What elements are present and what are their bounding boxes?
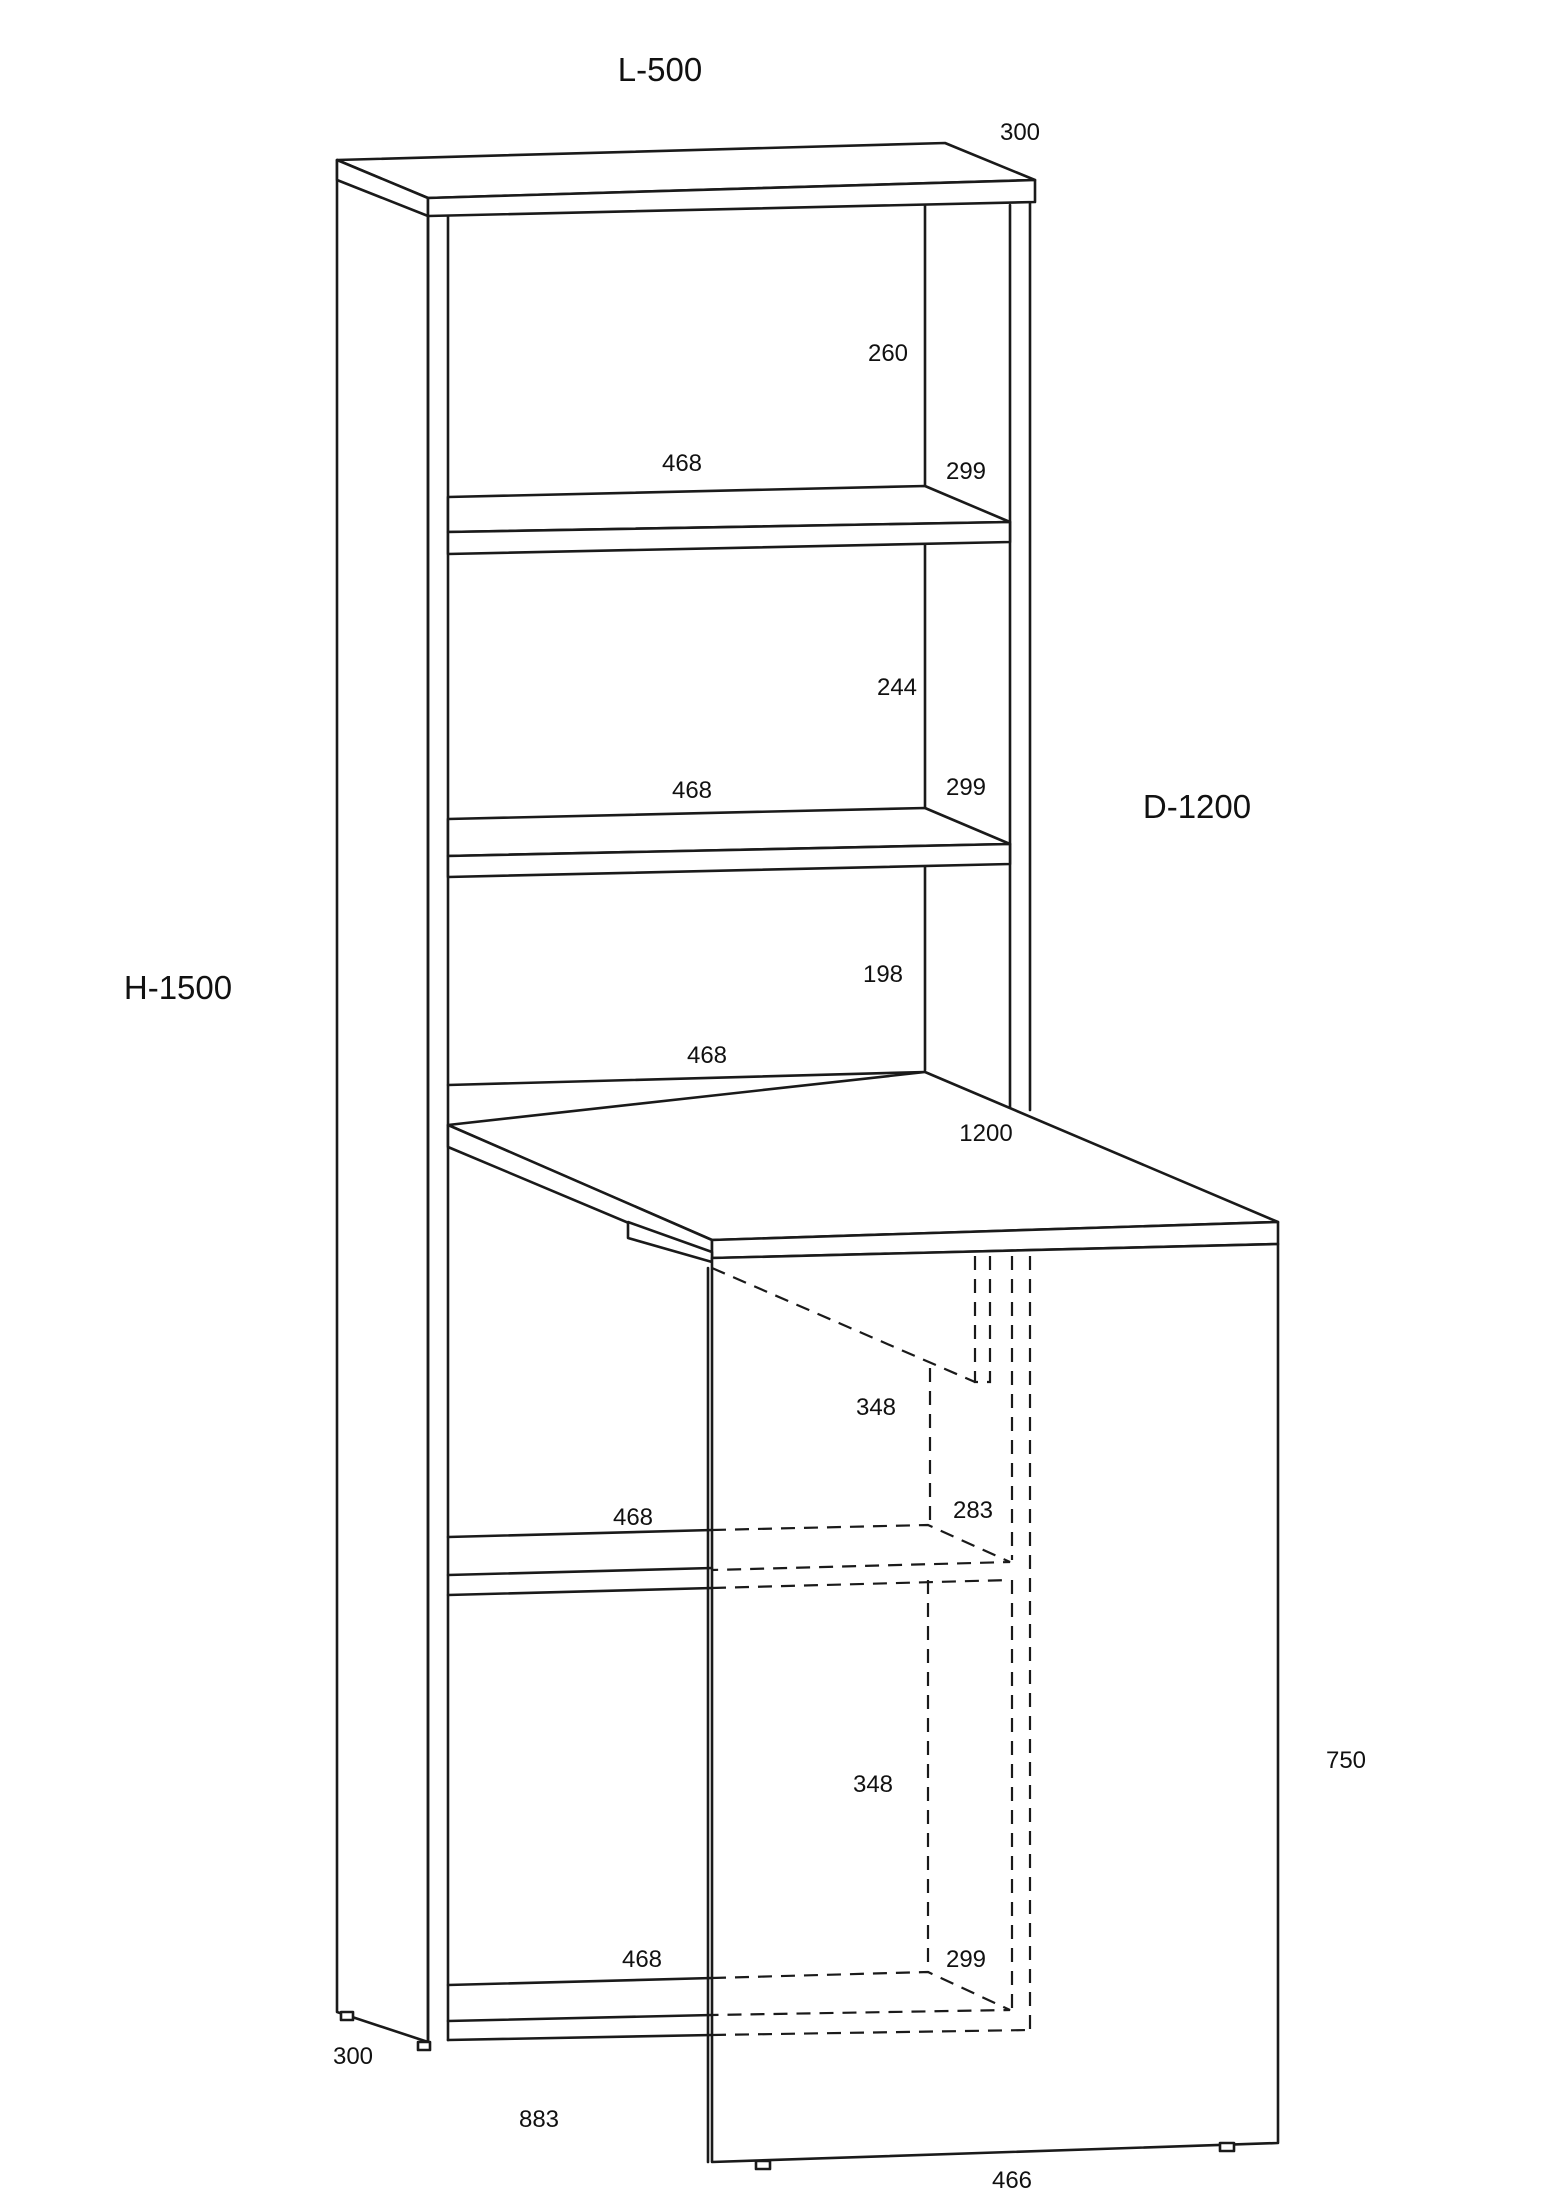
shelf-4 xyxy=(446,1976,714,2042)
shelf-3-width-label: 468 xyxy=(612,1504,654,1531)
shelf-4-width-label: 468 xyxy=(621,1946,663,1973)
desk-top xyxy=(446,1070,1280,1264)
desk-inner-width-label: 468 xyxy=(686,1042,728,1069)
shelf-3-depth-label: 283 xyxy=(952,1497,994,1524)
hidden-lines xyxy=(711,1256,1032,2037)
shelf-2-depth-label: 299 xyxy=(945,774,987,801)
desk-width-label: 466 xyxy=(991,2167,1033,2194)
desk-length-label: 1200 xyxy=(959,1120,1013,1147)
lower-compartment-2-height-label: 348 xyxy=(852,1771,894,1798)
shelf-2-width-label: 468 xyxy=(671,777,713,804)
desk-extension-label: 883 xyxy=(518,2106,560,2133)
base-depth-label: 300 xyxy=(332,2043,374,2070)
overall-height-label: H-1500 xyxy=(123,969,233,1006)
right-side-panel xyxy=(923,200,1032,1112)
shelf-1 xyxy=(446,484,1012,556)
shelf-4-depth-label: 299 xyxy=(945,1946,987,1973)
compartment-2-height-label: 244 xyxy=(876,674,918,701)
compartment-3-height-label: 198 xyxy=(862,961,904,988)
lower-compartment-1-height-label: 348 xyxy=(855,1394,897,1421)
desk-height-label: 750 xyxy=(1325,1747,1367,1774)
overall-length-label: L-500 xyxy=(617,51,703,88)
shelf-1-width-label: 468 xyxy=(661,450,703,477)
overall-depth-label: D-1200 xyxy=(1142,788,1252,825)
desk-back-edge xyxy=(446,1070,927,1087)
feet xyxy=(339,2010,1236,2171)
compartment-1-height-label: 260 xyxy=(867,340,909,367)
left-side-panel xyxy=(335,158,430,2044)
shelf-1-depth-label: 299 xyxy=(945,458,987,485)
desk-leg-panel xyxy=(706,1242,1280,2164)
shelf-3 xyxy=(446,1528,714,1597)
top-board xyxy=(335,141,1037,218)
top-depth-label: 300 xyxy=(999,119,1041,146)
shelf-2 xyxy=(446,806,1012,879)
